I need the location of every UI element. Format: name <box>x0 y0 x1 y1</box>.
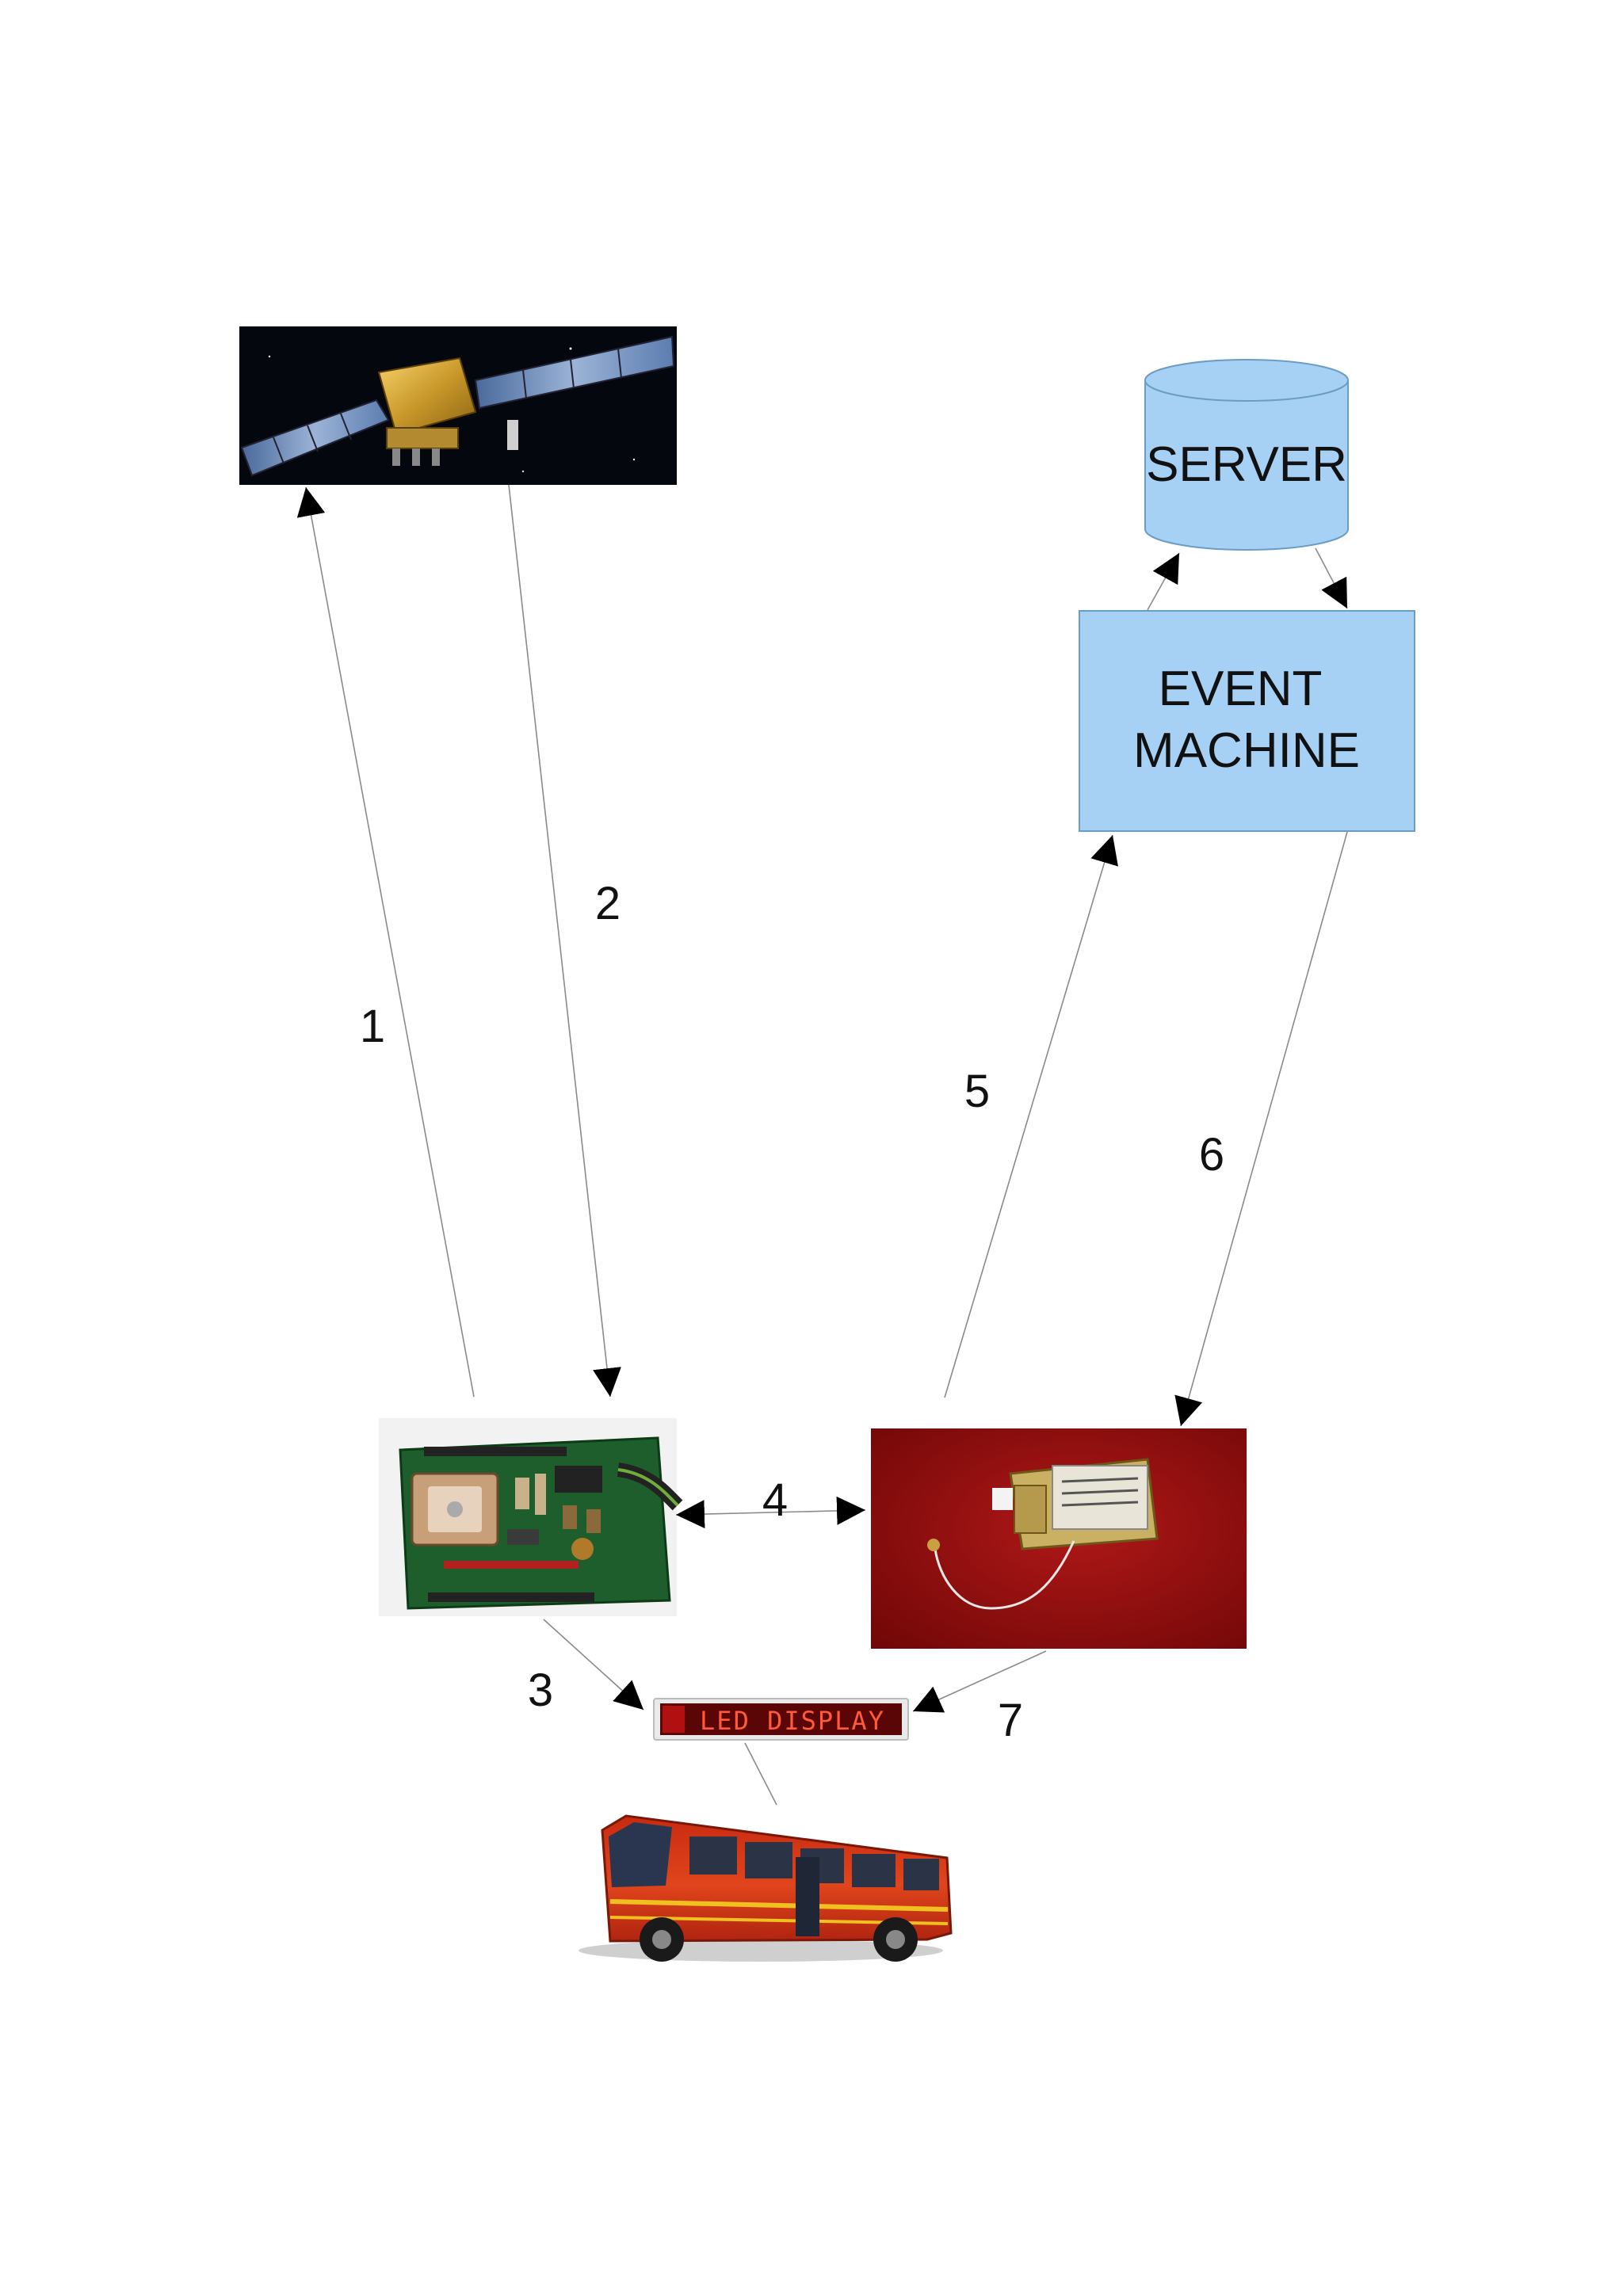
edge-3-line <box>543 1619 644 1711</box>
led-display: LED DISPLAY <box>653 1698 909 1741</box>
edge-7-label: 7 <box>998 1695 1023 1746</box>
edge-2-label: 2 <box>595 878 621 929</box>
gps-receiver-board-image <box>379 1418 683 1616</box>
edge-server-to-event-line <box>1315 547 1348 609</box>
edge-5-label: 5 <box>964 1066 990 1117</box>
led-to-bus-connector <box>744 1742 777 1806</box>
edge-1-line <box>296 486 475 1398</box>
edge-7-line <box>912 1650 1047 1713</box>
led-display-text: LED DISPLAY <box>700 1706 885 1736</box>
gps-satellite-image <box>239 326 677 485</box>
edge-5-line <box>944 834 1118 1398</box>
bus-image <box>579 1814 953 1962</box>
server-node: SERVER <box>1144 359 1349 551</box>
edge-1-label: 1 <box>360 1001 385 1052</box>
server-label: SERVER <box>1146 437 1347 492</box>
edge-2-line <box>508 484 621 1398</box>
edge-4-line <box>675 1496 866 1529</box>
gsm-modem-image <box>871 1428 1247 1649</box>
event-machine-node: EVENT MACHINE <box>1079 610 1415 832</box>
edges <box>296 484 1348 1806</box>
edge-3-label: 3 <box>528 1665 553 1716</box>
edge-6-line <box>1174 831 1348 1427</box>
edge-labels: 1 2 3 4 5 6 7 <box>360 878 1224 1746</box>
edge-6-label: 6 <box>1199 1129 1224 1180</box>
edge-event-to-server-line <box>1147 552 1180 611</box>
event-machine-label-line1: EVENT <box>1159 662 1323 716</box>
edge-4-label: 4 <box>762 1474 788 1526</box>
event-machine-label-line2: MACHINE <box>1133 723 1360 778</box>
